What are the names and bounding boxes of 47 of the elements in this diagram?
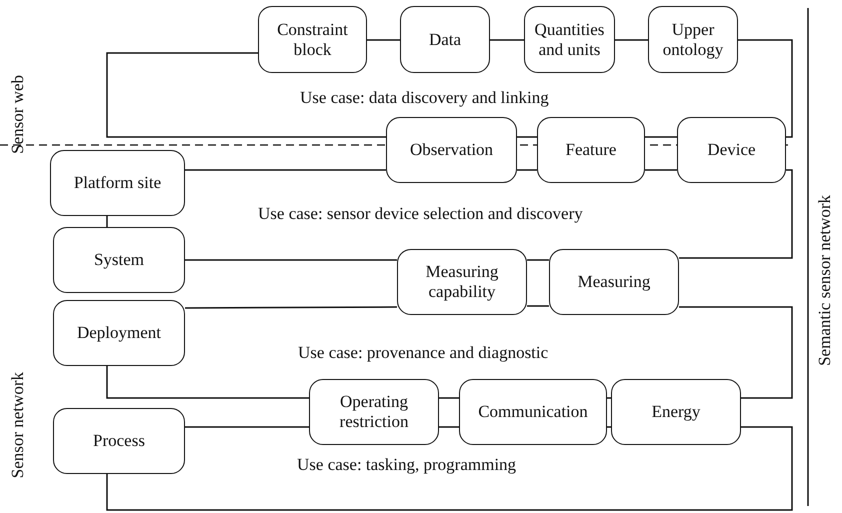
- module-box: Deployment: [53, 300, 185, 366]
- connector-line: [439, 426, 459, 428]
- connector-line: [738, 39, 793, 138]
- use-case-label: Use case: data discovery and linking: [300, 88, 549, 108]
- connector-line: [679, 306, 793, 399]
- connector-line: [439, 397, 459, 399]
- module-box: Quantities and units: [524, 6, 615, 73]
- layer-label: Sensor web: [8, 75, 28, 154]
- connector-line: [517, 136, 537, 138]
- module-box: Measuring: [549, 249, 679, 315]
- connector-line: [615, 39, 648, 41]
- module-box: Communication: [459, 379, 607, 445]
- module-box: Measuring capability: [397, 249, 527, 315]
- use-case-label: Use case: provenance and diagnostic: [298, 343, 548, 363]
- connector-line: [185, 169, 386, 171]
- module-box: Upper ontology: [648, 6, 738, 73]
- module-box: Operating restriction: [309, 379, 439, 445]
- connector-line: [185, 426, 309, 428]
- connector-line: [607, 397, 611, 399]
- module-box: Device: [677, 117, 786, 183]
- connector-line: [645, 136, 677, 138]
- module-box: Energy: [611, 379, 741, 445]
- layer-label: Sensor network: [8, 372, 28, 478]
- connector-line: [106, 52, 386, 138]
- use-case-label: Use case: sensor device selection and discovery: [258, 204, 583, 224]
- connector-line: [106, 426, 793, 511]
- connector-line: [527, 305, 549, 307]
- connector-line: [106, 366, 309, 399]
- connector-line: [607, 426, 611, 428]
- layer-label: Semantic sensor network: [815, 195, 835, 366]
- module-box: Feature: [537, 117, 645, 183]
- connector-line: [517, 169, 537, 171]
- connector-line: [490, 39, 524, 41]
- connector-line: [185, 306, 397, 309]
- connector-line: [645, 169, 677, 171]
- use-case-label: Use case: tasking, programming: [297, 455, 516, 475]
- connector-line: [367, 39, 400, 41]
- module-box: System: [53, 227, 185, 293]
- module-box: Platform site: [50, 150, 185, 216]
- connector-line: [185, 259, 397, 261]
- module-box: Observation: [386, 117, 517, 183]
- module-box: Process: [53, 408, 185, 474]
- connector-line: [679, 169, 793, 259]
- connector-line: [527, 259, 549, 261]
- connector-line: [106, 216, 108, 227]
- module-box: Constraint block: [258, 6, 367, 73]
- module-box: Data: [400, 6, 490, 73]
